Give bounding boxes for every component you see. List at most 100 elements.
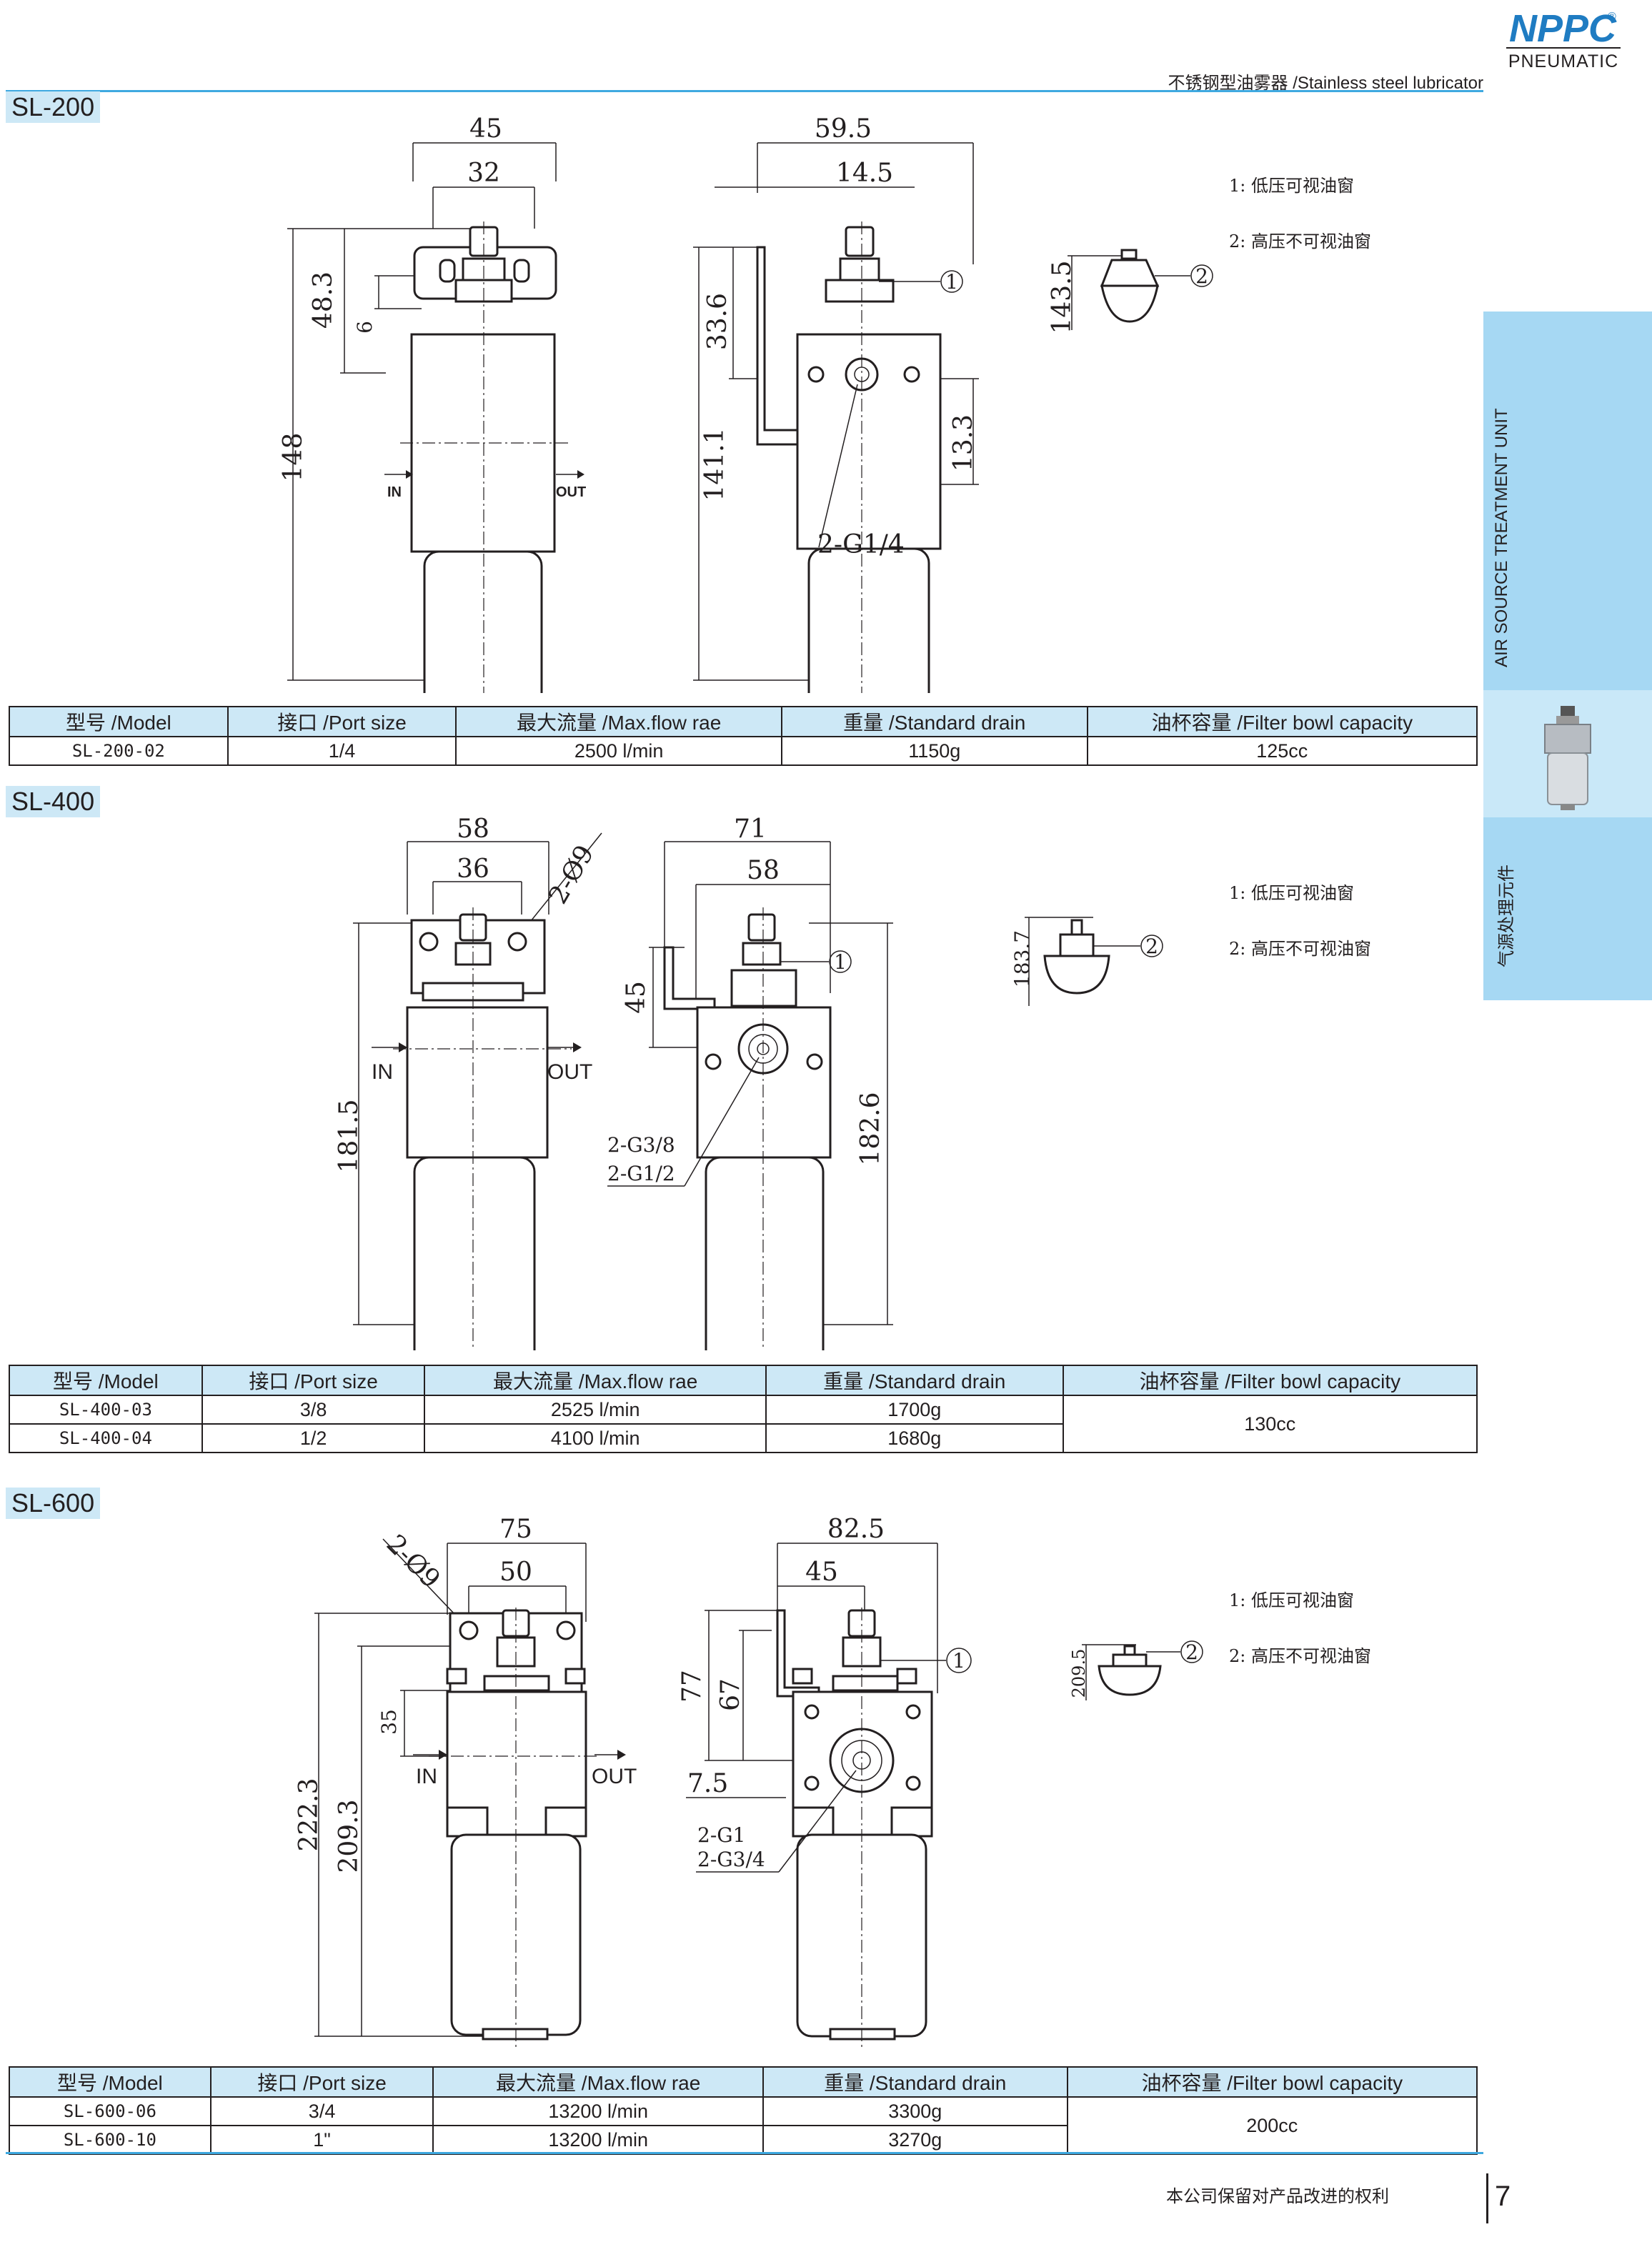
col-capacity: 油杯容量 /Filter bowl capacity bbox=[1066, 2066, 1478, 2098]
dim-height-inner: 209.3 bbox=[334, 1799, 364, 1873]
cell-port: 3/8 bbox=[201, 1395, 426, 1425]
sl-400-front-view: 58 36 2-Ø9 181.5 IN OUT bbox=[314, 807, 643, 1350]
dim-bowl-height: 209.5 bbox=[1069, 1649, 1089, 1698]
table-row: SL-400-03 3/8 2525 l/min 1700g 130cc bbox=[9, 1395, 1478, 1453]
sl-400-bowl-option: 183.7 2 bbox=[1000, 907, 1200, 1015]
sl-600-front-view: 75 50 2-Ø9 222.3 209.3 35 IN OUT bbox=[286, 1508, 657, 2051]
out-label: OUT bbox=[592, 1765, 637, 1788]
side-tab-category-zh: 气源处理元件 bbox=[1497, 865, 1516, 967]
dim-side-h2: 13.3 bbox=[949, 414, 978, 472]
sl-600-bowl-option: 209.5 2 bbox=[1058, 1629, 1229, 1715]
note-high-pressure: 2: 高压不可视油窗 bbox=[1229, 231, 1371, 251]
nppc-logo-icon: NPPC ® bbox=[1509, 7, 1617, 50]
section-label-sl-400: SL-400 bbox=[6, 786, 101, 817]
table-header-row: 型号 /Model 接口 /Port size 最大流量 /Max.flow r… bbox=[9, 2066, 1478, 2098]
footer-notice: 本公司保留对产品改进的权利 bbox=[1166, 2187, 1389, 2206]
dim-bowl-height: 143.5 bbox=[1048, 260, 1077, 334]
dim-side-width: 59.5 bbox=[815, 114, 872, 144]
dim-bowl-height: 183.7 bbox=[1010, 930, 1034, 987]
dim-side-offset: 7.5 bbox=[687, 1769, 728, 1798]
cell-weight: 1700g bbox=[765, 1395, 1064, 1425]
footer-separator bbox=[1486, 2173, 1488, 2223]
side-tab-category-en: AIR SOURCE TREATMENT UNIT bbox=[1492, 408, 1511, 667]
col-capacity: 油杯容量 /Filter bowl capacity bbox=[1062, 1365, 1478, 1396]
dim-width-inner: 50 bbox=[499, 1558, 532, 1587]
callout-2: 2 bbox=[1195, 264, 1208, 288]
lubricator-thumbnail-icon bbox=[1544, 706, 1591, 810]
col-model: 型号 /Model bbox=[9, 1365, 203, 1396]
dim-side-offset: 14.5 bbox=[836, 159, 893, 188]
sl-400-spec-table: 型号 /Model 接口 /Port size 最大流量 /Max.flow r… bbox=[9, 1365, 1478, 1453]
dim-height-6: 6 bbox=[353, 321, 377, 334]
sl-200-bowl-option: 143.5 2 bbox=[1043, 243, 1229, 350]
note-low-pressure: 1: 低压可视油窗 bbox=[1229, 176, 1354, 196]
callout-2: 2 bbox=[1145, 935, 1158, 958]
dim-height-35: 35 bbox=[377, 1709, 401, 1735]
dim-holes: 2-Ø9 bbox=[543, 840, 599, 909]
logo-text: NPPC bbox=[1509, 7, 1617, 50]
cell-model: SL-400-04 bbox=[9, 1423, 203, 1453]
cell-weight: 3270g bbox=[762, 2125, 1068, 2155]
cell-weight: 1680g bbox=[765, 1423, 1064, 1453]
out-label: OUT bbox=[556, 484, 586, 500]
cell-flow: 2525 l/min bbox=[424, 1395, 767, 1425]
dim-side-h1: 45 bbox=[622, 981, 651, 1014]
sl-200-front-view: 45 32 148 48.3 6 IN OUT bbox=[272, 107, 600, 693]
callout-1: 1 bbox=[834, 950, 847, 974]
table-row: SL-600-06 3/4 13200 l/min 3300g 200cc bbox=[9, 2096, 1478, 2155]
dim-side-h2: 67 bbox=[716, 1678, 745, 1711]
in-label: IN bbox=[387, 484, 402, 500]
cell-port: 3/4 bbox=[209, 2096, 434, 2126]
callout-2: 2 bbox=[1185, 1640, 1198, 1664]
note-low-pressure: 1: 低压可视油窗 bbox=[1229, 1590, 1354, 1610]
cell-model: SL-400-03 bbox=[9, 1395, 203, 1425]
cell-flow: 2500 l/min bbox=[455, 736, 782, 766]
note-high-pressure: 2: 高压不可视油窗 bbox=[1229, 1646, 1371, 1666]
cell-capacity: 200cc bbox=[1066, 2096, 1478, 2155]
dim-side-inner: 58 bbox=[747, 856, 780, 885]
table-header-row: 型号 /Model 接口 /Port size 最大流量 /Max.flow r… bbox=[9, 706, 1478, 737]
table-row: SL-400-04 1/2 4100 l/min 1680g bbox=[9, 1423, 1477, 1453]
col-weight: 重量 /Standard drain bbox=[780, 706, 1088, 737]
col-capacity: 油杯容量 /Filter bowl capacity bbox=[1086, 706, 1478, 737]
dim-side-width: 82.5 bbox=[827, 1515, 885, 1544]
col-weight: 重量 /Standard drain bbox=[762, 2066, 1068, 2098]
dim-width-inner: 32 bbox=[467, 159, 500, 188]
col-model: 型号 /Model bbox=[9, 2066, 212, 2098]
col-port: 接口 /Port size bbox=[201, 1365, 426, 1396]
callout-1: 1 bbox=[952, 1649, 965, 1673]
col-model: 型号 /Model bbox=[9, 706, 229, 737]
section-label-sl-200: SL-200 bbox=[6, 91, 101, 123]
cell-capacity: 125cc bbox=[1086, 736, 1478, 766]
cell-weight: 3300g bbox=[762, 2096, 1068, 2126]
dim-port: 2-G1/4 bbox=[817, 530, 905, 559]
sl-200-side-view: 59.5 14.5 141.1 33.6 13.3 1 2-G1/4 bbox=[643, 107, 1015, 693]
dim-width-inner: 36 bbox=[457, 855, 489, 884]
dim-height-total: 148 bbox=[279, 433, 308, 482]
dim-port-2: 2-G3/4 bbox=[697, 1848, 765, 1871]
dim-width-outer: 58 bbox=[457, 814, 489, 844]
sl-600-notes: 1: 低压可视油窗 2: 高压不可视油窗 bbox=[1229, 1586, 1371, 1698]
dim-width-outer: 45 bbox=[469, 114, 502, 144]
dim-side-h1: 33.6 bbox=[703, 293, 732, 350]
in-label: IN bbox=[372, 1060, 393, 1084]
footer-rule bbox=[6, 2152, 1483, 2154]
cell-port: 1/4 bbox=[227, 736, 457, 766]
sl-200-notes: 1: 低压可视油窗 2: 高压不可视油窗 bbox=[1229, 171, 1371, 283]
sl-600-side-view: 82.5 45 77 67 7.5 1 2-G1 2-G3/4 bbox=[672, 1508, 1015, 2051]
col-port: 接口 /Port size bbox=[227, 706, 457, 737]
registered-mark: ® bbox=[1608, 11, 1616, 23]
side-category-tab: AIR SOURCE TREATMENT UNIT 气源处理元件 bbox=[1483, 312, 1652, 1000]
col-weight: 重量 /Standard drain bbox=[765, 1365, 1064, 1396]
side-tab-product-panel bbox=[1483, 690, 1652, 817]
cell-weight: 1150g bbox=[780, 736, 1088, 766]
col-flow: 最大流量 /Max.flow rae bbox=[432, 2066, 764, 2098]
out-label: OUT bbox=[547, 1060, 592, 1084]
header-rule bbox=[6, 90, 1483, 92]
cell-port: 1" bbox=[209, 2125, 434, 2155]
logo-subtitle: PNEUMATIC bbox=[1508, 51, 1619, 71]
dim-holes: 2-Ø9 bbox=[381, 1529, 446, 1594]
table-header-row: 型号 /Model 接口 /Port size 最大流量 /Max.flow r… bbox=[9, 1365, 1478, 1396]
dim-height-total: 222.3 bbox=[294, 1778, 324, 1851]
col-flow: 最大流量 /Max.flow rae bbox=[424, 1365, 767, 1396]
